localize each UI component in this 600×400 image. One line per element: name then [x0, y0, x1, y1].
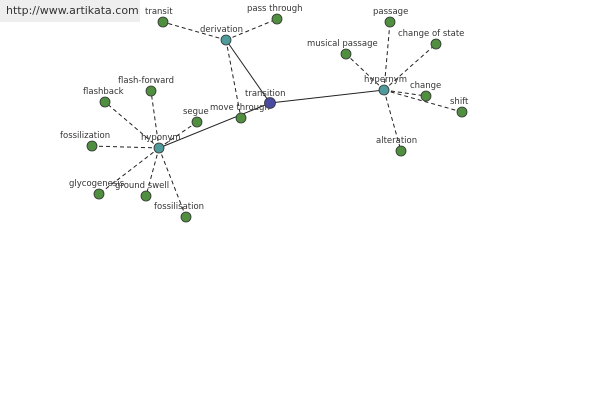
node-alteration[interactable]: alteration	[376, 136, 417, 157]
edge-derivation-transit	[162, 21, 227, 41]
node-pass-through[interactable]: pass through	[247, 4, 303, 25]
node-label: change	[410, 81, 441, 91]
node-passage[interactable]: passage	[373, 7, 408, 28]
node-circle[interactable]	[145, 85, 157, 97]
node-label: move through	[210, 103, 270, 113]
node-circle[interactable]	[271, 13, 283, 25]
edge-transition-derivation	[225, 39, 271, 104]
edge-hyponym-segue	[158, 121, 198, 149]
node-circle[interactable]	[235, 112, 247, 124]
node-circle[interactable]	[191, 116, 203, 128]
edge-transition-hyponym	[158, 102, 271, 149]
edge-hypernym-passage	[383, 21, 391, 91]
node-flashback[interactable]: flashback	[83, 87, 124, 108]
edge-hypernym-change-of-state	[383, 43, 437, 91]
node-segue[interactable]: segue	[183, 107, 209, 128]
node-label: shift	[450, 97, 469, 107]
edge-hyponym-fossilization	[91, 145, 160, 149]
node-label: pass through	[247, 4, 303, 14]
node-label: hypernym	[364, 75, 407, 85]
node-fossilization[interactable]: fossilization	[60, 131, 110, 152]
edge-hyponym-flash-forward	[150, 90, 160, 149]
node-label: change of state	[398, 29, 464, 39]
node-label: transition	[245, 89, 286, 99]
node-glycogenesis[interactable]: glycogenesis	[69, 179, 125, 200]
source-url-banner: http://www.artikata.com	[0, 0, 140, 22]
node-hyponym[interactable]: hyponym	[141, 133, 181, 154]
node-circle[interactable]	[220, 34, 232, 46]
node-label: passage	[373, 7, 408, 17]
node-change-of-state[interactable]: change of state	[398, 29, 464, 50]
node-label: fossilization	[60, 131, 110, 141]
node-circle[interactable]	[180, 211, 192, 223]
node-circle[interactable]	[395, 145, 407, 157]
graph-edges	[91, 18, 463, 218]
edge-transition-hypernym	[269, 89, 385, 104]
node-label: glycogenesis	[69, 179, 125, 189]
node-circle[interactable]	[378, 84, 390, 96]
node-ground-swell[interactable]: ground swell	[115, 181, 169, 202]
node-label: flash-forward	[118, 76, 174, 86]
node-circle[interactable]	[264, 97, 276, 109]
edge-hyponym-fossilisation	[158, 147, 187, 218]
node-transit[interactable]: transit	[145, 7, 173, 28]
edge-hypernym-alteration	[383, 89, 402, 152]
node-circle[interactable]	[153, 142, 165, 154]
node-label: segue	[183, 107, 209, 117]
edge-hypernym-change	[383, 89, 427, 97]
node-hypernym[interactable]: hypernym	[364, 75, 407, 96]
edge-hyponym-ground-swell	[145, 147, 160, 197]
node-circle[interactable]	[340, 48, 352, 60]
node-derivation[interactable]: derivation	[200, 25, 243, 46]
node-move-through[interactable]: move through	[210, 103, 270, 124]
edge-derivation-move-through	[225, 39, 242, 119]
node-fossilisation[interactable]: fossilisation	[154, 202, 204, 223]
edge-hypernym-musical-passage	[345, 53, 385, 91]
node-label: musical passage	[307, 39, 378, 49]
node-change[interactable]: change	[410, 81, 441, 102]
graph-nodes: transit pass through move through passage ch…	[60, 4, 469, 223]
node-shift[interactable]: shift	[450, 97, 469, 118]
node-circle[interactable]	[430, 38, 442, 50]
node-label: hyponym	[141, 133, 181, 143]
node-musical-passage[interactable]: musical passage	[307, 39, 378, 60]
node-circle[interactable]	[93, 188, 105, 200]
node-circle[interactable]	[99, 96, 111, 108]
node-label: transit	[145, 7, 173, 17]
node-circle[interactable]	[384, 16, 396, 28]
edge-hyponym-flashback	[104, 101, 160, 149]
node-label: fossilisation	[154, 202, 204, 212]
node-label: derivation	[200, 25, 243, 35]
node-circle[interactable]	[456, 106, 468, 118]
node-circle[interactable]	[157, 16, 169, 28]
node-circle[interactable]	[86, 140, 98, 152]
node-flash-forward[interactable]: flash-forward	[118, 76, 174, 97]
node-label: flashback	[83, 87, 124, 97]
node-transition[interactable]: transition	[245, 89, 286, 109]
node-circle[interactable]	[420, 90, 432, 102]
edge-hyponym-glycogenesis	[98, 147, 160, 195]
node-label: alteration	[376, 136, 417, 146]
edge-derivation-pass-through	[225, 18, 278, 41]
node-label: ground swell	[115, 181, 169, 191]
node-circle[interactable]	[140, 190, 152, 202]
